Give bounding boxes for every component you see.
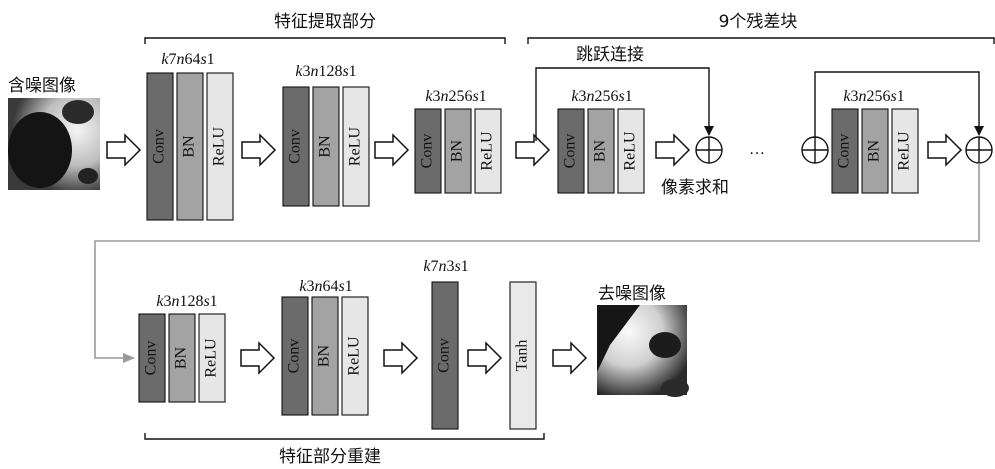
svg-text:BN: BN: [592, 139, 609, 162]
relu-layer-3: ReLU: [474, 108, 502, 194]
relu-layer-res9: ReLU: [891, 108, 919, 194]
bn-layer-1: BN: [176, 72, 204, 221]
arrow-group5-to-conv6: [383, 341, 419, 375]
row-connector-line: [94, 163, 980, 363]
svg-text:BN: BN: [173, 346, 190, 369]
conv-layer-1: Conv: [146, 72, 174, 221]
svg-text:ReLU: ReLU: [622, 131, 639, 171]
section-reconstruction-title: 特征部分重建: [279, 447, 381, 467]
svg-text:Conv: Conv: [286, 339, 303, 374]
output-image-label: 去噪图像: [598, 284, 666, 304]
relu-layer-2: ReLU: [342, 86, 370, 207]
svg-text:ReLU: ReLU: [203, 338, 220, 378]
layer-param-k3n64s1: k3n64s1: [299, 278, 352, 295]
bn-layer-5: BN: [311, 296, 339, 416]
svg-text:ReLU: ReLU: [896, 131, 913, 171]
layer-param-k3n128s1-top: k3n128s1: [295, 63, 356, 80]
conv-layer-res1: Conv: [557, 108, 585, 194]
svg-text:Conv: Conv: [143, 341, 160, 376]
svg-text:BN: BN: [316, 344, 333, 367]
svg-text:Conv: Conv: [836, 134, 853, 169]
relu-layer-5: ReLU: [341, 296, 369, 416]
input-image-label: 含噪图像: [8, 76, 76, 96]
pixel-sum-icon-1: [695, 136, 723, 164]
conv-layer-3: Conv: [414, 108, 442, 194]
layer-param-k3n256s1-a: k3n256s1: [425, 88, 486, 105]
layer-param-k3n256s1-c: k3n256s1: [843, 88, 904, 105]
svg-text:Conv: Conv: [151, 129, 168, 164]
layer-param-k7n3s1: k7n3s1: [423, 258, 468, 275]
arrow-conv6-to-tanh: [467, 341, 503, 375]
arrow-input-to-conv1: [106, 133, 142, 167]
svg-text:ReLU: ReLU: [211, 127, 228, 167]
arrow-group3-to-resblock: [515, 133, 551, 167]
arrow-res1-to-sum: [655, 133, 691, 167]
arrow-group1-to-group2: [241, 133, 277, 167]
section-residual-blocks-title: 9个残差块: [719, 12, 798, 32]
ellipsis: …: [749, 141, 765, 158]
svg-text:Conv: Conv: [436, 338, 453, 373]
svg-text:Conv: Conv: [419, 134, 436, 169]
skip-connection-line-1: [535, 67, 714, 141]
layer-param-k3n256s1-b: k3n256s1: [571, 88, 632, 105]
section-feature-extraction: 特征提取部分: [144, 12, 506, 44]
arrow-group4-to-group5: [240, 341, 276, 375]
output-denoised-image: [597, 305, 689, 397]
svg-text:Tanh: Tanh: [514, 340, 531, 372]
pixel-sum-icon-3: [965, 136, 993, 164]
relu-layer-res1: ReLU: [617, 108, 645, 194]
skip-connection-line-9: [814, 71, 984, 137]
svg-text:BN: BN: [317, 135, 334, 158]
section-feature-extraction-title: 特征提取部分: [274, 12, 376, 32]
layer-param-k7n64s1: k7n64s1: [161, 51, 214, 68]
arrow-tanh-to-output: [552, 341, 588, 375]
svg-text:BN: BN: [866, 139, 883, 162]
relu-layer-4: ReLU: [198, 313, 226, 403]
bn-layer-2: BN: [312, 86, 340, 207]
section-residual-blocks: 9个残差块: [527, 12, 995, 44]
svg-text:BN: BN: [181, 135, 198, 158]
pixel-sum-label: 像素求和: [661, 178, 729, 198]
conv-layer-res9: Conv: [831, 108, 859, 194]
svg-text:Conv: Conv: [287, 129, 304, 164]
svg-text:Conv: Conv: [562, 134, 579, 169]
tanh-layer: Tanh: [509, 281, 537, 430]
bn-layer-res1: BN: [587, 108, 615, 194]
conv-layer-6: Conv: [431, 281, 459, 430]
skip-connection-label: 跳跃连接: [576, 45, 644, 65]
svg-text:BN: BN: [449, 139, 466, 162]
pixel-sum-icon-2: [801, 136, 829, 164]
conv-layer-2: Conv: [282, 86, 310, 207]
svg-text:ReLU: ReLU: [347, 127, 364, 167]
conv-layer-4: Conv: [138, 313, 166, 403]
svg-text:ReLU: ReLU: [346, 336, 363, 376]
relu-layer-1: ReLU: [206, 72, 234, 221]
input-noisy-image: [8, 98, 100, 190]
section-reconstruction: 特征部分重建: [144, 433, 545, 467]
arrow-group2-to-group3: [374, 133, 410, 167]
bn-layer-4: BN: [168, 313, 196, 403]
conv-layer-5: Conv: [281, 296, 309, 416]
svg-text:ReLU: ReLU: [479, 131, 496, 171]
arrow-res9-to-sum: [927, 133, 963, 167]
bn-layer-res9: BN: [861, 108, 889, 194]
bn-layer-3: BN: [444, 108, 472, 194]
layer-param-k3n128s1-bottom: k3n128s1: [156, 293, 217, 310]
